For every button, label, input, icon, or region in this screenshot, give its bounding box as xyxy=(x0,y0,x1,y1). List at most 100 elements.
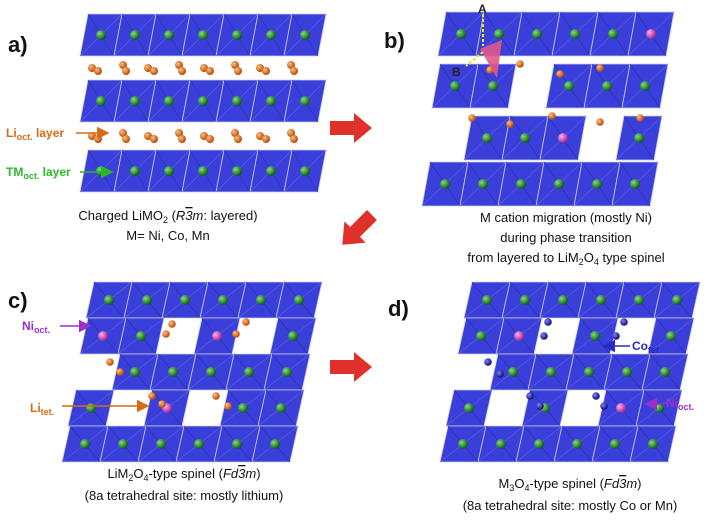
atom-c-4-3 xyxy=(194,439,204,449)
li-atom-b-3 xyxy=(596,64,604,72)
transition-arrow-a-to-b xyxy=(330,113,372,143)
tm-atom-a-2-0 xyxy=(96,166,106,176)
tm-atom-a-2-1 xyxy=(130,166,140,176)
tm-atom-a-1-0 xyxy=(96,96,106,106)
atom-c-0-3 xyxy=(218,295,228,305)
li-atom-a-1-3 xyxy=(175,129,183,137)
li-atom-a-1-2 xyxy=(144,132,152,140)
tm-atom-a-2-3 xyxy=(198,166,208,176)
panel-label-c: c) xyxy=(8,288,28,313)
tm-atom-a-1-4 xyxy=(232,96,242,106)
atom-d-1-5 xyxy=(666,331,676,341)
co-tet-atom-d-4 xyxy=(484,358,492,366)
co-tet-atom-d-9 xyxy=(600,402,608,410)
atom-b-0-5 xyxy=(646,29,656,39)
li-atom-b-4 xyxy=(468,114,476,122)
co-tet-atom-d-3 xyxy=(612,332,620,340)
li-atom-a2-1-4 xyxy=(206,135,214,143)
li-atom-b-2 xyxy=(556,70,564,78)
li-atom-b-6 xyxy=(548,112,556,120)
atom-b-1-5 xyxy=(640,81,650,91)
tm-atom-a-0-6 xyxy=(300,30,310,40)
atom-b-3-5 xyxy=(630,179,640,189)
li-tet-atom-c-9 xyxy=(224,402,232,410)
li-atom-a2-1-0 xyxy=(94,135,102,143)
li-atom-a2-1-5 xyxy=(234,135,242,143)
atom-b-3-3 xyxy=(554,179,564,189)
tm-atom-a-1-3 xyxy=(198,96,208,106)
atom-c-4-4 xyxy=(232,439,242,449)
atom-c-2-3 xyxy=(206,367,216,377)
atom-b-0-0 xyxy=(456,29,466,39)
li-atom-a2-1-6 xyxy=(262,135,270,143)
tm-atom-a-1-2 xyxy=(164,96,174,106)
li-atom-a-1-0 xyxy=(88,132,96,140)
li-atom-a-1-6 xyxy=(256,132,264,140)
caption-d-line1: M3O4-type spinel (Fd3m) xyxy=(498,476,641,493)
caption-d-line2: (8a tetrahedral site: mostly Co or Mn) xyxy=(463,498,678,513)
atom-b-1-1 xyxy=(488,81,498,91)
atom-b-0-2 xyxy=(532,29,542,39)
atom-d-0-5 xyxy=(672,295,682,305)
atom-d-0-0 xyxy=(482,295,492,305)
co-tet-atom-d-1 xyxy=(540,332,548,340)
li-atom-a-0-2 xyxy=(144,64,152,72)
tm-atom-a-2-4 xyxy=(232,166,242,176)
li-atom-a-0-7 xyxy=(287,61,295,69)
li-atom-a-1-7 xyxy=(287,129,295,137)
atom-c-0-5 xyxy=(294,295,304,305)
atom-c-1-1 xyxy=(136,331,146,341)
atom-b-3-1 xyxy=(478,179,488,189)
li-atom-a-0-5 xyxy=(231,61,239,69)
tm-atom-a-2-6 xyxy=(300,166,310,176)
panel-label-b: b) xyxy=(384,28,405,53)
caption-b-line1: M cation migration (mostly Ni) xyxy=(480,210,652,225)
tm-atom-a-1-6 xyxy=(300,96,310,106)
atom-d-2-4 xyxy=(622,367,632,377)
ni-oct-label-d: Nioct. xyxy=(666,396,694,412)
atom-d-0-1 xyxy=(520,295,530,305)
tm-atom-a-0-3 xyxy=(198,30,208,40)
atom-b-2-1 xyxy=(482,133,492,143)
li-tet-atom-c-8 xyxy=(212,392,220,400)
panel-label-a: a) xyxy=(8,32,28,57)
atom-d-0-4 xyxy=(634,295,644,305)
atom-d-1-1 xyxy=(514,331,524,341)
caption-c-line1: LiM2O4-type spinel (Fd3m) xyxy=(107,466,260,483)
atom-b-3-4 xyxy=(592,179,602,189)
li-oct-layer-label: Lioct. layer xyxy=(6,126,64,142)
atom-b-2-2 xyxy=(520,133,530,143)
li-tet-atom-c-7 xyxy=(158,400,166,408)
atom-c-0-2 xyxy=(180,295,190,305)
co-tet-atom-d-6 xyxy=(526,392,534,400)
atom-c-3-4 xyxy=(238,403,248,413)
atom-b-0-3 xyxy=(570,29,580,39)
atom-c-2-4 xyxy=(244,367,254,377)
tetrahedral-site-highlight xyxy=(480,40,502,78)
atom-b-3-0 xyxy=(440,179,450,189)
atom-d-1-0 xyxy=(476,331,486,341)
li-atom-a2-1-7 xyxy=(290,135,298,143)
caption-a-line1: Charged LiMO2 (R3m: layered) xyxy=(78,208,257,225)
li-tet-atom-c-3 xyxy=(232,330,240,338)
atom-c-0-0 xyxy=(104,295,114,305)
atom-d-4-2 xyxy=(534,439,544,449)
tm-atom-a-0-1 xyxy=(130,30,140,40)
atoms xyxy=(80,29,682,449)
atom-c-1-3 xyxy=(212,331,222,341)
atom-b-2-5 xyxy=(634,133,644,143)
li-atom-a2-0-3 xyxy=(178,67,186,75)
atom-c-2-5 xyxy=(282,367,292,377)
atom-c-1-0 xyxy=(98,331,108,341)
atom-d-3-4 xyxy=(616,403,626,413)
co-tet-label: Cotet xyxy=(632,339,659,355)
point-a-label: A xyxy=(478,2,487,16)
li-atom-b-8 xyxy=(636,114,644,122)
tm-atom-a-0-4 xyxy=(232,30,242,40)
atom-d-4-0 xyxy=(458,439,468,449)
li-atom-b-1 xyxy=(516,60,524,68)
atom-b-0-4 xyxy=(608,29,618,39)
ni-oct-label-c: Nioct. xyxy=(22,319,50,335)
li-atom-a-1-1 xyxy=(119,129,127,137)
